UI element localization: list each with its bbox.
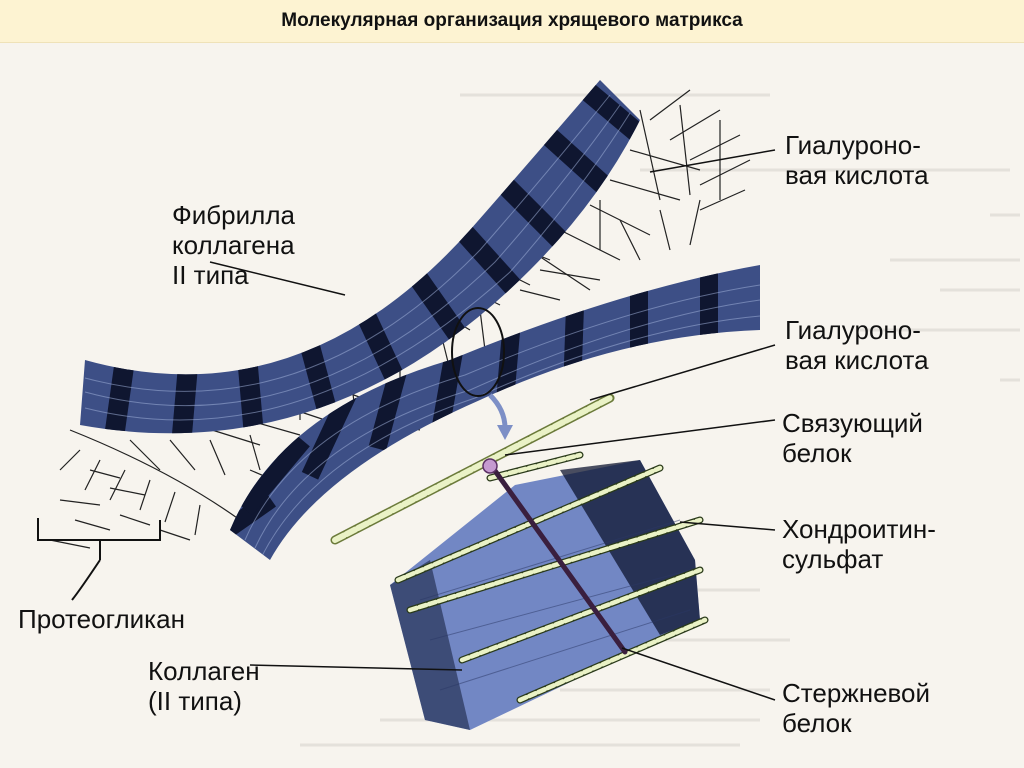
label-collagen-fibril: Фибрилла коллагена II типа [172, 200, 295, 290]
core-protein [490, 465, 628, 655]
collagen-fibril-lower [230, 265, 760, 560]
label-collagen-type-ii: Коллаген (II типа) [148, 656, 260, 716]
page-title: Молекулярная организация хрящевого матри… [281, 10, 743, 31]
leader-lines [209, 149, 776, 701]
magnified-proteoglycan [330, 393, 709, 730]
title-bar: Молекулярная организация хрящевого матри… [0, 0, 1024, 43]
magnification-marker [451, 307, 513, 440]
label-core-protein: Стержневой белок [782, 678, 931, 738]
hyaluronic-acid-chain [330, 393, 615, 545]
proteoglycan-bracket [37, 518, 161, 601]
chondroitin-sulfate-chains [394, 451, 709, 704]
label-hyaluronic-acid-top: Гиалуроно- вая кислота [785, 130, 929, 190]
cartilage-matrix-diagram [37, 80, 1020, 747]
label-proteoglycan: Протеогликан [18, 604, 185, 634]
label-hyaluronic-acid-mid: Гиалуроно- вая кислота [785, 315, 929, 375]
label-link-protein: Связующий белок [782, 408, 923, 468]
label-chondroitin-sulfate: Хондроитин- сульфат [782, 514, 936, 574]
link-protein [482, 458, 498, 474]
